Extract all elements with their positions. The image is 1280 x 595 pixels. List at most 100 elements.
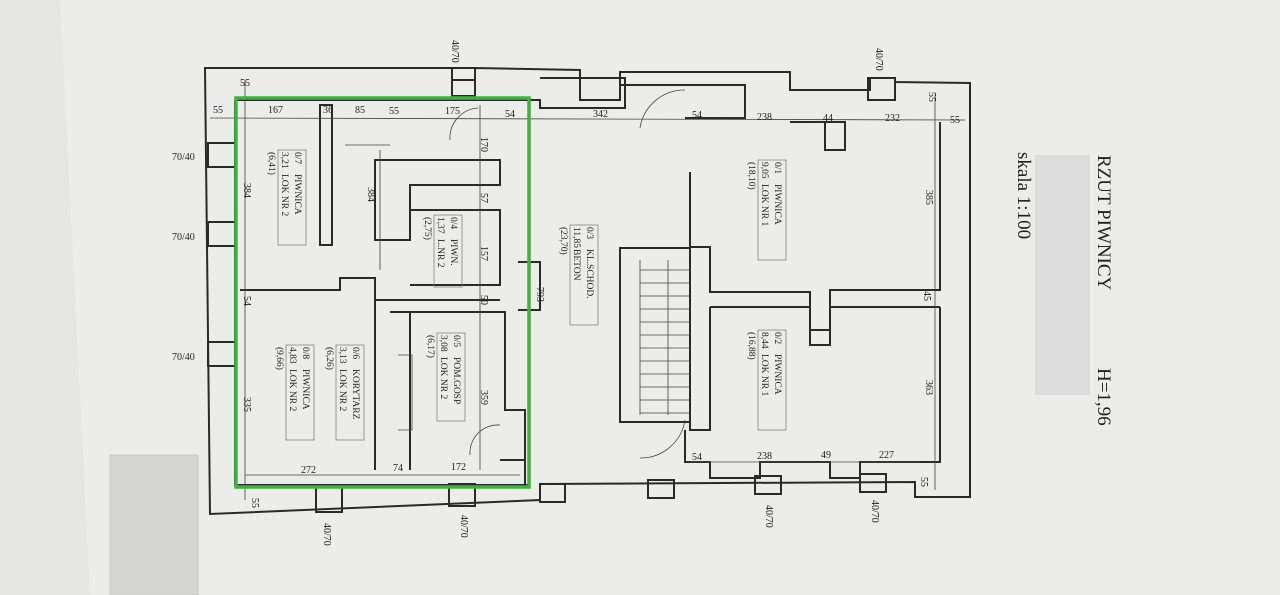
window-label: 70/40 (172, 152, 195, 163)
dimension-label: 172 (451, 462, 466, 473)
dimension-label: 793 (534, 287, 545, 302)
room-label-box (569, 224, 599, 326)
window-label: 40/70 (458, 515, 469, 538)
dimension-label: 232 (885, 113, 900, 124)
dimension-label: 175 (445, 106, 460, 117)
room-name: KL.SCHOD. (584, 249, 594, 299)
window-label: 70/40 (172, 352, 195, 363)
room-label-box (757, 159, 787, 261)
dimension-label: 54 (505, 109, 515, 120)
dimension-label: 55 (926, 92, 937, 102)
room-unit: LOK NR 1 (759, 184, 769, 226)
room-unit: L.NR 2 (435, 239, 445, 268)
room-label-box (436, 332, 466, 422)
room-unit: LOK NR 2 (337, 369, 347, 411)
dimension-label: 54 (241, 296, 252, 306)
dimension-label: 54 (692, 110, 702, 121)
dimension-label: 55 (918, 477, 929, 487)
room-name: PIWNICA (772, 184, 782, 225)
room-area: 1,37 (435, 217, 445, 234)
dimension-label: 238 (757, 112, 772, 123)
room-label-box (277, 149, 307, 246)
room-name: POM.GOSP (451, 357, 461, 404)
scale-label: skala 1:100 (1013, 152, 1034, 239)
room-name: PIWNICA (292, 174, 302, 215)
room-unit: LOK NR 2 (438, 357, 448, 399)
dimension-label: 238 (757, 451, 772, 462)
room-name: PIWNICA (772, 354, 782, 395)
room-area-total: (18,10) (746, 162, 757, 190)
dimension-label: 227 (879, 450, 894, 461)
redaction-box (1035, 155, 1090, 395)
dimension-label: 85 (355, 105, 365, 116)
dimension-label: 363 (923, 380, 934, 395)
room-unit: LOK NR 1 (759, 354, 769, 396)
room-number: 0/5 (451, 335, 461, 347)
room-area: 9,05 (759, 162, 769, 179)
dimension-label: 55 (389, 106, 399, 117)
dimension-label: 74 (393, 463, 403, 474)
room-label-box (433, 214, 463, 288)
window-label: 40/70 (869, 500, 880, 523)
dimension-label: 55 (240, 78, 250, 89)
highlighted-unit-outline (234, 96, 531, 489)
dimensions: 55 55 167 36 85 55 175 54 342 54 238 44 … (213, 78, 960, 508)
dimension-label: 385 (923, 190, 934, 205)
room-number: 0/1 (772, 162, 782, 174)
room-unit: LOK NR 2 (287, 369, 297, 411)
room-unit: BETON (571, 249, 581, 281)
dimension-label: 384 (365, 187, 376, 202)
room-label-box (285, 344, 315, 441)
room-number: 0/2 (772, 332, 782, 344)
room-area-total: (23,70) (558, 227, 569, 255)
redaction-box (109, 454, 199, 595)
room-number: 0/3 (584, 227, 594, 239)
dimension-label: 49 (821, 450, 831, 461)
dimension-label: 54 (692, 452, 702, 463)
paper-sheet (60, 0, 1280, 595)
window-label: 40/70 (321, 523, 332, 546)
room-name: PIWNICA (300, 369, 310, 410)
room-area-total: (9,66) (274, 347, 285, 370)
dimension-label: 50 (478, 295, 489, 305)
room-area: 3,13 (337, 347, 347, 364)
dimension-label: 45 (921, 291, 932, 301)
room-name: PIWN. (448, 239, 458, 266)
window-label: 70/40 (172, 232, 195, 243)
plan-title: RZUT PIWNICY (1093, 155, 1114, 291)
room-area-total: (2,75) (422, 217, 433, 240)
dimension-label: 36 (323, 105, 333, 116)
dimension-label: 342 (593, 109, 608, 120)
room-area: 3,08 (438, 335, 448, 352)
dimension-label: 55 (950, 115, 960, 126)
room-area-total: (6,17) (425, 335, 436, 358)
room-area: 8,44 (759, 332, 769, 349)
room-area-total: (16,88) (746, 332, 757, 360)
room-area-total: (6,41) (266, 152, 277, 175)
height-label: H=1,96 (1093, 368, 1114, 426)
dimension-label: 272 (301, 465, 316, 476)
room-number: 0/8 (300, 347, 310, 359)
dimension-label: 359 (478, 390, 489, 405)
room-label-box (335, 344, 365, 441)
room-number: 0/4 (448, 217, 458, 229)
room-area: 11,85 (571, 227, 581, 248)
room-label-box (757, 329, 787, 431)
dimension-label: 44 (823, 113, 833, 124)
dimension-label: 57 (478, 193, 489, 203)
window-label: 40/70 (449, 40, 460, 63)
dimension-label: 157 (478, 246, 489, 261)
dimension-label: 167 (268, 105, 283, 116)
room-name: KORYTARZ (350, 369, 360, 420)
dimension-label: 335 (241, 397, 252, 412)
